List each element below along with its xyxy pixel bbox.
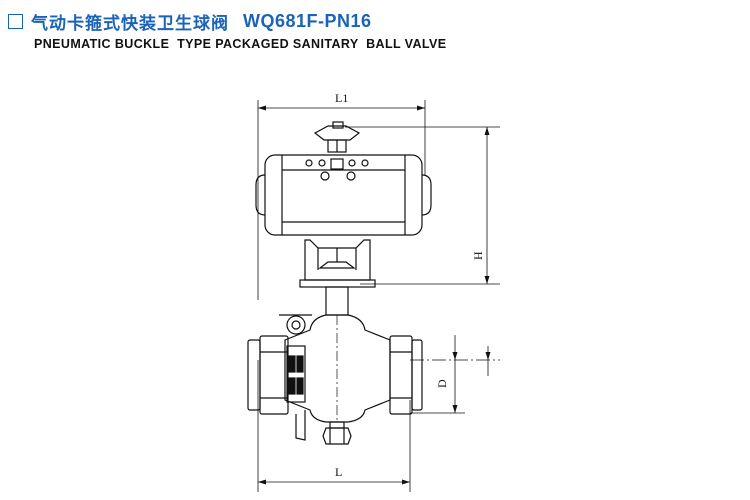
dim-l1-label: L1	[335, 91, 348, 105]
dimension-d: D	[410, 335, 500, 414]
dim-h-label: H	[471, 251, 485, 260]
title-row: 气动卡箍式快装卫生球阀 WQ681F-PN16	[8, 8, 372, 34]
dim-l-label: L	[335, 465, 342, 479]
right-clamp-fitting	[389, 335, 423, 415]
drain-plug	[322, 421, 352, 445]
dimension-h: H	[345, 126, 500, 285]
left-clamp-fitting	[247, 314, 312, 441]
title-english: PNEUMATIC BUCKLE TYPE PACKAGED SANITARY …	[34, 37, 447, 51]
valve-body	[284, 314, 391, 423]
dimension-l1: L1	[257, 91, 426, 300]
mounting-bracket	[299, 239, 376, 316]
model-number: WQ681F-PN16	[243, 10, 372, 31]
header: 气动卡箍式快装卫生球阀 WQ681F-PN16	[8, 8, 372, 34]
checkbox-icon	[8, 13, 23, 29]
title-chinese: 气动卡箍式快装卫生球阀	[31, 13, 229, 34]
pneumatic-actuator	[255, 154, 432, 236]
dimension-l: L	[257, 360, 411, 492]
dim-d-label: D	[435, 379, 449, 388]
actuator-top-indicator	[313, 121, 361, 153]
